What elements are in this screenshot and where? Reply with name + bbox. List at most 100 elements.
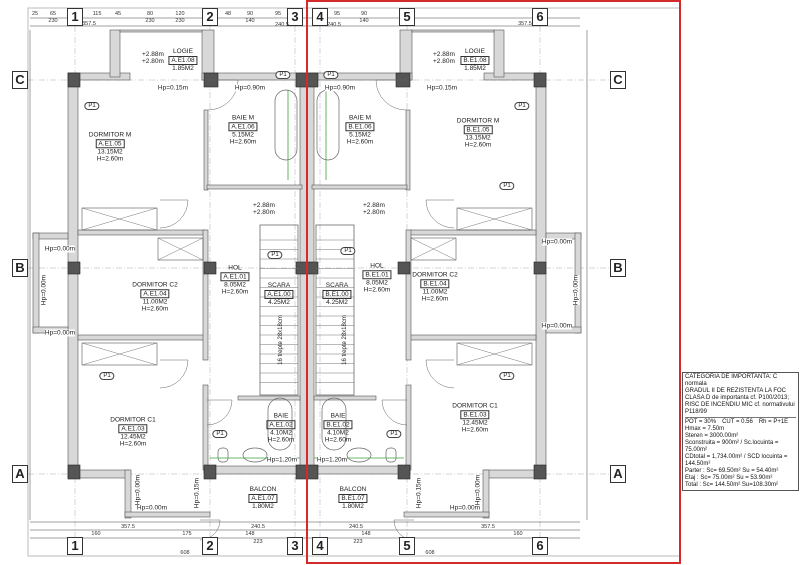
wall — [482, 469, 490, 519]
room-area: 1.80M2 — [252, 502, 274, 510]
wall — [411, 29, 495, 33]
level-lower: +2.80m — [433, 58, 455, 65]
bathtub — [316, 89, 340, 161]
door-swing — [159, 359, 189, 389]
room-area: 4.10M2 — [270, 428, 292, 436]
room-code: B.E1.04 — [420, 278, 450, 288]
room-height: H=2.60m — [229, 138, 257, 146]
door-swing — [207, 79, 239, 111]
wall — [299, 72, 308, 479]
axis-2-top: 2 — [202, 8, 218, 26]
door-tag: P1 — [514, 102, 530, 110]
structural-column — [397, 261, 411, 275]
legend-parter: Parter : Sc= 69.50m² Su = 54.40m² — [685, 468, 779, 474]
structural-column — [533, 261, 547, 275]
dimension: 230 — [175, 18, 185, 24]
wall — [32, 232, 40, 334]
axis-c-left: C — [12, 71, 28, 89]
wall — [202, 229, 209, 361]
structural-column — [67, 464, 81, 480]
wardrobe-cross — [81, 207, 158, 231]
sill-height: Hp=0.00m — [449, 504, 481, 512]
dimension: 95 — [333, 11, 341, 17]
structural-column — [533, 72, 547, 88]
stair-steps-a: 16 trepte 28x18cm — [278, 315, 284, 365]
dimension: 240.5 — [349, 524, 363, 530]
sill-height: Hp=0.15m — [426, 84, 458, 92]
room-area: 13.15M2 — [465, 133, 491, 141]
stair-outline — [315, 224, 355, 396]
door-tag: P1 — [275, 71, 291, 79]
legend-total: Total : Sc= 144.50m² Su=108.30m² — [685, 482, 779, 488]
wall — [535, 72, 547, 479]
legend-divider — [685, 417, 796, 418]
room-height: H=2.60m — [363, 286, 391, 294]
sill-height: Hp=1.20m — [266, 456, 298, 464]
dimension: 160 — [91, 531, 101, 537]
dimension: 230 — [145, 18, 155, 24]
axis-b-left: B — [12, 259, 28, 277]
door-tag: P1 — [84, 102, 100, 110]
legend-category: CATEGORIA DE IMPORTANTA: C normala — [685, 374, 778, 387]
dimension: 140 — [245, 18, 255, 24]
room-area: 12.45M2 — [120, 432, 146, 440]
room-name: SCARA — [325, 282, 349, 289]
structural-column — [306, 72, 319, 88]
legend-scd: CDtotal = 1,734.00m² / SCD locuinta = 14… — [685, 454, 788, 467]
wall — [77, 229, 206, 236]
axis-3-top: 3 — [287, 8, 303, 26]
door-swing — [375, 79, 407, 111]
wall — [493, 29, 505, 78]
room-name: BAIE — [330, 412, 346, 420]
dimension: 357.5 — [82, 21, 96, 27]
wall — [408, 334, 537, 341]
room-name: DORMITOR M — [88, 131, 132, 139]
room-name: BALCON — [249, 486, 277, 493]
sill-height: Hp=0.15m — [193, 477, 201, 509]
room-area: 8.05M2 — [224, 280, 246, 288]
sill-height: Hp=0.15m — [415, 477, 423, 509]
door-tag: P1 — [212, 430, 228, 438]
axis-4-top: 4 — [312, 8, 328, 26]
room-code: B.E1.03 — [460, 409, 490, 419]
wardrobe-cross — [456, 207, 533, 231]
axis-5-bottom: 5 — [399, 537, 415, 555]
dimension: 48 — [224, 11, 232, 17]
room-name: DORMITOR C1 — [110, 416, 156, 424]
room-name: HOL — [370, 262, 384, 270]
dimension: 148 — [245, 531, 255, 537]
door-tag: P1 — [323, 71, 339, 79]
room-area: 4.10M2 — [327, 428, 349, 436]
room-name: SCARA — [267, 282, 291, 289]
room-area: 8.05M2 — [366, 278, 388, 286]
wall — [237, 395, 301, 401]
wall — [206, 184, 303, 190]
wall — [203, 109, 209, 191]
level-upper: +2.88m — [253, 202, 275, 209]
axis-6-top: 6 — [532, 8, 548, 26]
room-area: 5.15M2 — [232, 130, 254, 138]
sill-height: Hp=0.00m — [541, 238, 573, 246]
bathtub — [274, 89, 298, 161]
stair-steps-b: 16 trepte 28x18cm — [342, 315, 348, 365]
dimension: 608 — [425, 550, 435, 556]
wall — [313, 465, 411, 475]
dimension: 223 — [353, 539, 363, 545]
room-code: A.E1.07 — [248, 493, 278, 503]
legend-etaj: Etaj : Sc= 75.00m² Su = 53.90m² — [685, 475, 773, 481]
legend-s-teren: Steren = 3000.00m² — [685, 433, 739, 439]
structural-column — [295, 72, 308, 88]
level-upper: +2.88m — [142, 51, 164, 58]
room-code: A.E1.06 — [228, 121, 258, 131]
room-name: DORMITOR M — [456, 117, 500, 125]
dimension: 120 — [175, 11, 185, 17]
sill-height: Hp=1.20m — [316, 456, 348, 464]
